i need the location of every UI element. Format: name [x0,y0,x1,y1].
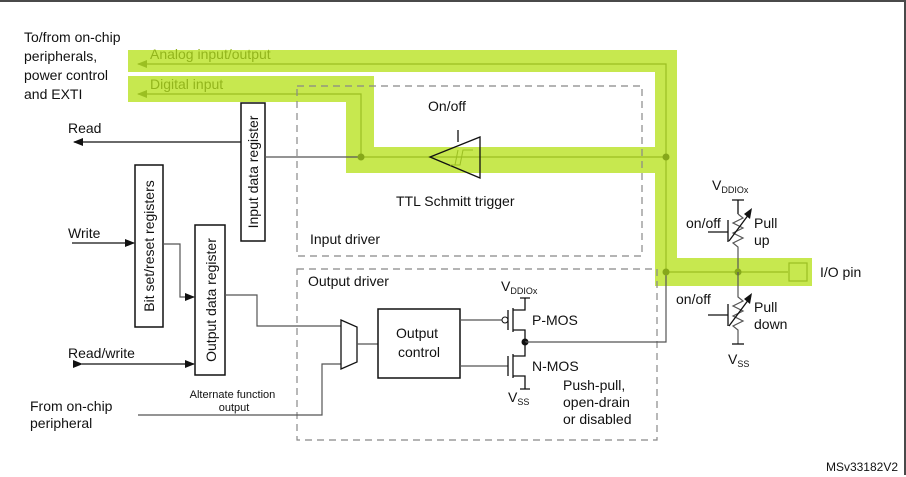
from-peripheral-label: From on-chip peripheral [30,398,116,431]
pull-up-vddiox-label: VDDIOx [712,177,749,195]
input-data-register: Input data register [240,102,266,242]
digital-path-highlight [128,76,667,173]
bsrr-to-odr-wire [163,243,195,301]
pmos-label: P-MOS [532,312,578,328]
pull-up-on-off-label: on/off [686,215,721,231]
svg-text:Input data register: Input data register [245,115,261,228]
output-driver-box [296,268,658,441]
peripherals-label: To/from on-chip peripherals, power contr… [24,29,124,102]
output-control-block: Output control [377,308,461,379]
output-driver-title: Output driver [308,273,389,289]
output-data-register: Output data register [194,224,226,376]
output-to-pin-wire [525,272,667,343]
read-label: Read [68,120,101,136]
io-pin-pad[interactable] [788,262,808,282]
input-driver-box [296,85,643,257]
io-pin-label: I/O pin [820,264,861,280]
nmos-vss-label: VSS [508,389,529,407]
junction-dot [662,268,670,276]
analog-path-line [137,60,667,272]
schmitt-trigger-icon [428,136,481,179]
analog-io-label: Analog input/output [150,46,271,62]
pmos-vddiox-label: VDDIOx [501,278,538,296]
junction-dot [357,153,365,161]
alternate-function-wire [138,363,341,416]
bit-set-reset-registers: Bit set/reset registers [134,164,164,328]
digital-path-line [137,90,362,157]
svg-text:Bit set/reset registers: Bit set/reset registers [141,180,157,312]
odr-to-mux-wire [225,294,341,327]
multiplexer-icon [340,319,358,370]
figure-reference: MSv33182V2 [826,460,898,474]
input-driver-title: Input driver [310,231,380,247]
svg-text:Output control: Output control [396,325,442,360]
on-off-label: On/off [428,98,466,114]
pull-down-resistor-icon [708,272,752,345]
pull-down-vss-label: VSS [728,351,749,369]
write-label: Write [68,225,101,241]
nmos-transistor-icon [507,342,530,390]
nmos-label: N-MOS [532,358,579,374]
pmos-transistor-icon [501,297,530,342]
pull-down-on-off-label: on/off [676,291,711,307]
svg-text:Output data register: Output data register [203,238,219,362]
pull-up-label: Pull up [754,215,781,248]
junction-dot [662,153,670,161]
alternate-function-label: Alternate function output [190,389,279,414]
digital-input-label: Digital input [150,76,223,92]
read-write-label: Read/write [68,345,135,361]
pull-up-resistor-icon [708,199,752,272]
output-mode-label: Push-pull, open-drain or disabled [563,377,634,427]
schmitt-label: TTL Schmitt trigger [396,193,515,209]
pull-down-label: Pull down [754,299,787,332]
